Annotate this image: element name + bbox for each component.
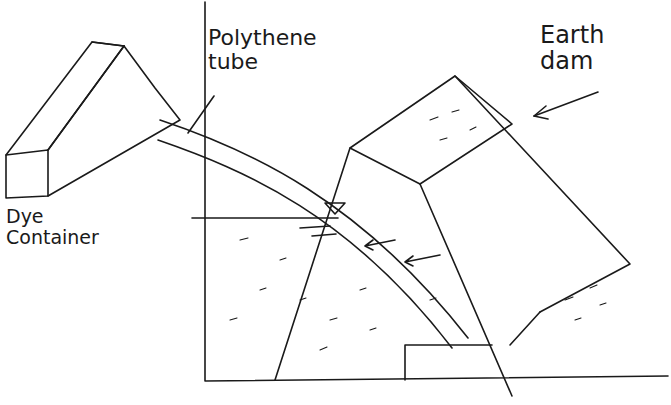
tube-wall	[158, 140, 452, 348]
soil-shading	[230, 110, 606, 350]
label-arrow	[534, 92, 598, 116]
container-label: Dye Container	[6, 206, 126, 248]
earth-dam	[275, 76, 630, 396]
seepage-arrow	[405, 255, 440, 266]
dam-label: Earth dam	[540, 22, 650, 75]
leader-line	[188, 96, 214, 133]
water-ripple	[300, 226, 336, 236]
water-surface	[192, 217, 338, 219]
label-arrow	[534, 106, 548, 119]
water-level-symbol	[325, 203, 345, 214]
seepage-arrow	[365, 240, 395, 250]
tube-label: Polythene tube	[208, 26, 338, 74]
tube-wall	[160, 120, 468, 338]
ground-line	[205, 2, 668, 381]
dye-container-box	[6, 42, 180, 198]
